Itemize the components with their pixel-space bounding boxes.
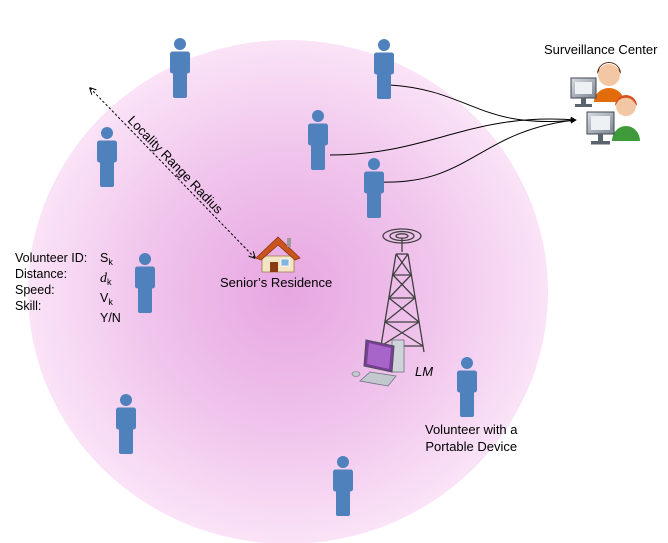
surveillance-center-label: Surveillance Center <box>544 42 658 57</box>
person-icon <box>374 39 394 99</box>
locality-radius-arrow <box>90 88 255 258</box>
volunteer-id-label: Volunteer ID: <box>15 251 88 265</box>
volunteer-info-labels: Volunteer ID: Distance: Speed: Skill: <box>15 250 87 314</box>
senior-residence-label: Senior’s Residence <box>220 275 333 290</box>
volunteer-label-line1: Volunteer with a <box>425 422 518 437</box>
id-subscript: k <box>108 257 113 267</box>
operator-workstation-icon <box>570 62 640 145</box>
volunteer-label-line2: Portable Device <box>425 439 518 454</box>
volunteer-label: Volunteer with a Portable Device <box>425 421 518 455</box>
distance-symbol: d <box>100 271 107 286</box>
speed-subscript: k <box>108 297 113 307</box>
lm-label: LM <box>415 364 434 379</box>
house-icon <box>255 236 301 273</box>
connection-lines <box>329 84 577 183</box>
distance-value: dk <box>100 270 121 290</box>
distance-subscript: k <box>107 277 112 287</box>
skill-label: Skill: <box>15 299 42 313</box>
computer-icon <box>351 339 405 387</box>
speed-symbol: V <box>100 291 109 305</box>
id-symbol: S <box>100 251 109 265</box>
volunteer-info-values: Sk dk Vk Y/N <box>100 250 121 326</box>
distance-label: Distance: <box>15 267 68 281</box>
volunteer-id-value: Sk <box>100 250 121 270</box>
speed-value: Vk <box>100 290 121 310</box>
speed-label: Speed: <box>15 283 55 297</box>
skill-value: Y/N <box>100 311 121 325</box>
person-icon <box>170 38 190 98</box>
